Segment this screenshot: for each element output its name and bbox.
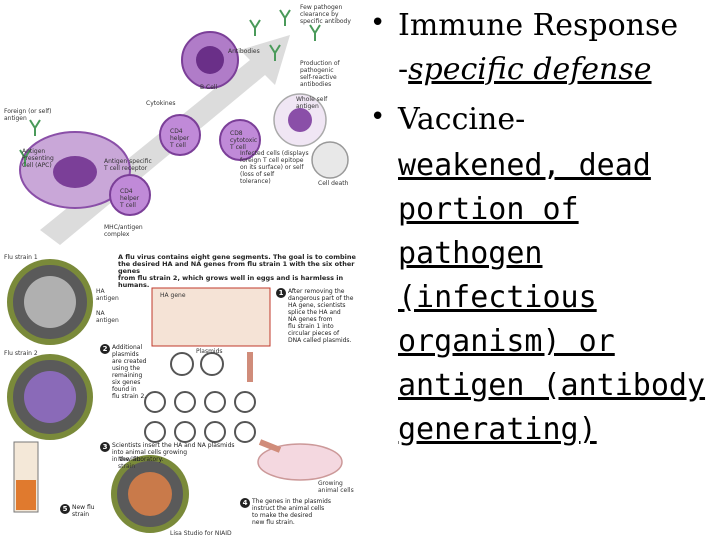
- step-3-number: 3: [100, 442, 110, 452]
- bullet-2-heading: Vaccine-: [398, 102, 526, 137]
- label-ha-gene: HA gene: [160, 292, 186, 299]
- label-antibodies: Antibodies: [228, 48, 260, 55]
- immune-vaccine-figure: Few pathogen clearance by specific antib…: [0, 0, 360, 540]
- bullet-1-heading: Immune Response: [398, 8, 679, 43]
- step-4-text: The genes in the plasmids instruct the a…: [252, 498, 331, 526]
- label-foreign-antigen: Foreign (or self) antigen: [4, 108, 52, 122]
- label-cd4: CD4 helper T cell: [170, 128, 190, 149]
- bullet-1-dash: -: [398, 52, 409, 87]
- label-tcr: Antigen specific T cell receptor: [104, 158, 152, 172]
- cd4-cell-lower: [109, 174, 151, 216]
- step-1-number: 1: [276, 288, 286, 298]
- apc-nucleus: [53, 156, 97, 188]
- bullet-1-specific-defense: specific defense: [408, 52, 652, 87]
- immune-diagram-graphic: [19, 9, 349, 245]
- label-mhc: MHC/antigen complex: [104, 224, 143, 238]
- bullet-2-line-3: portion of: [398, 192, 579, 227]
- label-growing-cells: Growing animal cells: [318, 480, 354, 494]
- step-1-text: After removing the dangerous part of the…: [288, 288, 354, 344]
- label-b-cell: B Cell: [200, 84, 218, 91]
- label-plasmids: Plasmids: [196, 348, 223, 355]
- flu-vaccine-diagram: A flu virus contains eight gene segments…: [0, 252, 360, 540]
- label-cd4-lower: CD4 helper T cell: [120, 188, 140, 209]
- label-new-flu-strain: New flu strain: [118, 456, 141, 470]
- label-production: Production of pathogenic self-reactive a…: [300, 60, 340, 88]
- step-5-number: 5: [60, 504, 70, 514]
- figure-credit: Lisa Studio for NIAID: [170, 530, 232, 537]
- label-na-antigen: NA antigen: [96, 310, 119, 324]
- label-flu-strain-1: Flu strain 1: [4, 254, 38, 261]
- plasmid-box: [151, 287, 271, 347]
- b-cell-nucleus: [196, 46, 224, 74]
- label-cytokines: Cytokines: [146, 100, 176, 107]
- step-2-number: 2: [100, 344, 110, 354]
- flu-header: A flu virus contains eight gene segments…: [118, 253, 356, 289]
- syringe-liquid: [16, 480, 36, 510]
- plasmid-row-2: [144, 391, 256, 443]
- step-4-number: 4: [240, 498, 250, 508]
- plasmid-row-1: [170, 352, 224, 376]
- cd4-cell: [159, 114, 201, 156]
- label-cell-death: Cell death: [318, 180, 349, 187]
- label-flu-strain-2: Flu strain 2: [4, 350, 38, 357]
- petri-dish: [257, 443, 343, 481]
- step-5-text: New flu strain: [72, 504, 95, 518]
- antibody-group: [19, 9, 321, 166]
- label-cd8: CD8 cytotoxic T cell: [230, 130, 258, 151]
- bullet-2-line-7: antigen (antibody: [398, 368, 706, 403]
- bullet-marker-2: •: [370, 102, 386, 132]
- label-infected: Infected cells (displays foreign T cell …: [240, 150, 309, 185]
- label-apc: Antigen Presenting Cell (APC): [22, 148, 54, 169]
- bullet-1-subline: -specific defense: [398, 52, 652, 88]
- slide-bullets: • Immune Response -specific defense • Va…: [362, 0, 720, 540]
- cd8-cell: [219, 119, 261, 161]
- bullet-marker-1: •: [370, 8, 386, 38]
- label-few-pathogen: Few pathogen clearance by specific antib…: [300, 4, 351, 25]
- immune-response-diagram: Few pathogen clearance by specific antib…: [0, 0, 360, 250]
- flow-arrow-2: [258, 439, 282, 453]
- label-ha-antigen: HA antigen: [96, 288, 119, 302]
- dead-cell: [311, 141, 349, 179]
- flu-virus-strain1-core: [24, 276, 76, 328]
- flu-diagram-graphic: [7, 259, 343, 533]
- bullet-2-line-5: (infectious: [398, 280, 597, 315]
- bullet-2-line-4: pathogen: [398, 236, 543, 271]
- bullet-2-line-2: weakened, dead: [398, 148, 651, 183]
- step-3-text: Scientists insert the HA and NA plasmids…: [112, 442, 235, 463]
- step-2-text: Additional plasmids are created using th…: [112, 344, 147, 400]
- flu-virus-new-core: [128, 472, 172, 516]
- bullet-2-line-8: generating): [398, 412, 597, 447]
- self-antigen-nucleus: [288, 108, 312, 132]
- label-whole-self: Whole self antigen: [296, 96, 328, 110]
- flu-virus-strain2-core: [24, 371, 76, 423]
- bullet-2-line-6: organism) or: [398, 324, 615, 359]
